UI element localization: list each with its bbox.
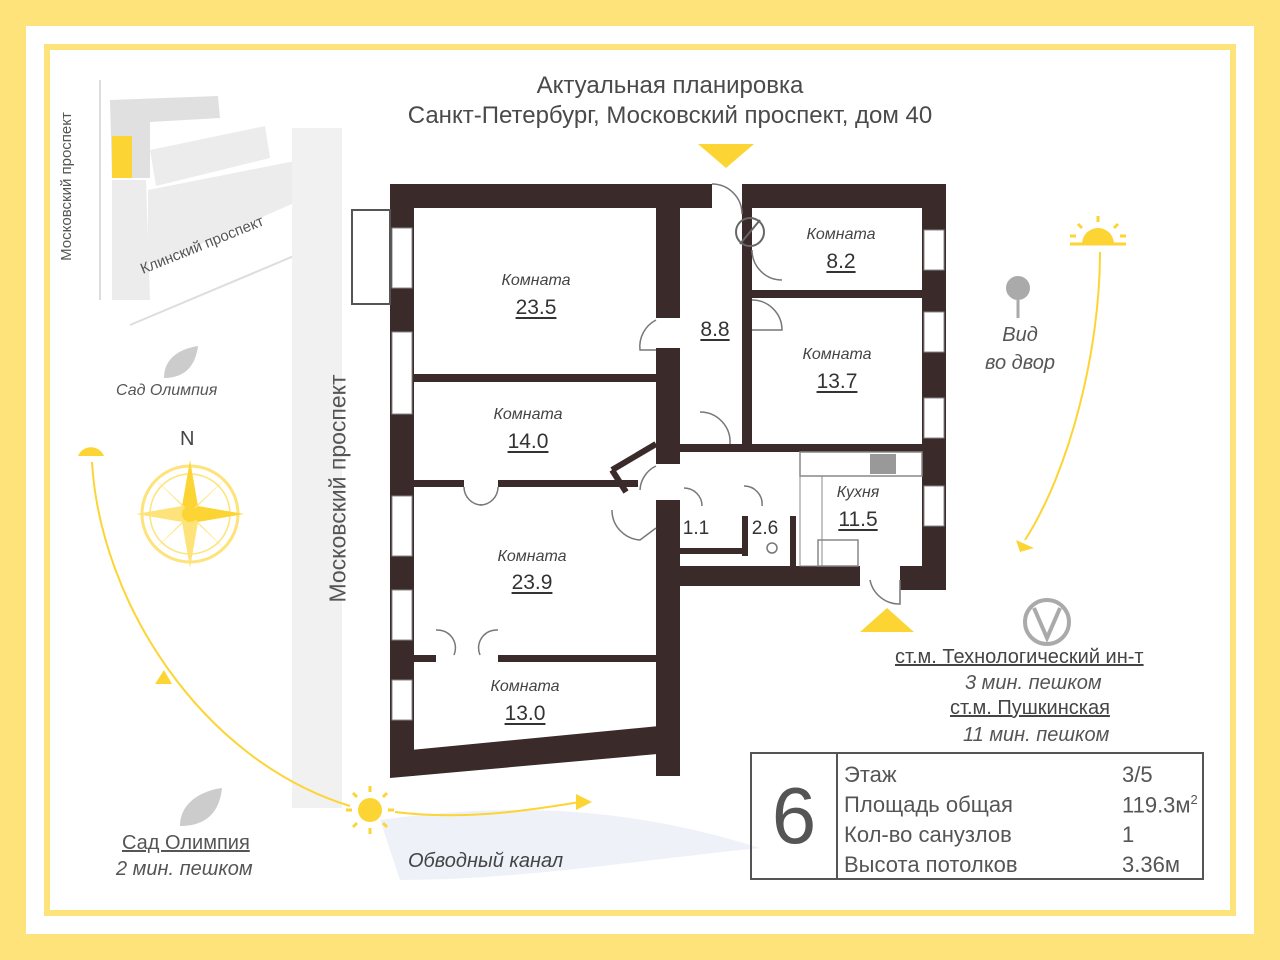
metro-station-2: ст.м. Пушкинская [950, 697, 1110, 719]
walls [390, 184, 946, 778]
hall-area: 8.8 [700, 318, 730, 341]
sun-paths [91, 251, 1101, 817]
info-value-bathrooms: 1 [1122, 822, 1135, 847]
map-pin-icon [1006, 276, 1030, 318]
sink-icon [817, 539, 859, 567]
apartment-info-box: 6 Этаж 3/5 Площадь общая 119.3м2 Кол-во … [750, 752, 1204, 880]
windows [391, 227, 945, 721]
metro-walk-2: 11 мин. пешком [963, 724, 1110, 746]
entrance-arrow-top [698, 144, 754, 168]
compass-icon [136, 460, 244, 568]
info-label-area: Площадь общая [844, 792, 1013, 817]
metro-walk-1: 3 мин. пешком [965, 672, 1102, 694]
canal-wave [380, 809, 760, 880]
sunset-icon [78, 447, 104, 456]
entrance-arrow-bottom [860, 608, 914, 632]
info-label-bathrooms: Кол-во санузлов [844, 822, 1012, 847]
page-subtitle-address: Санкт-Петербург, Московский проспект, до… [407, 102, 933, 129]
view-label-line1: Вид [1002, 324, 1038, 346]
street-label-moskovsky: Московский проспект [324, 374, 351, 603]
room-label: Комната [806, 226, 876, 243]
street-strip [292, 128, 342, 808]
info-label-floor: Этаж [844, 762, 897, 787]
room-area: 23.9 [511, 571, 553, 594]
info-value-area: 119.3м2 [1122, 792, 1198, 818]
page-title: Актуальная планировка [536, 72, 804, 99]
metro-icon [1023, 598, 1071, 646]
room-label: Комната [497, 548, 567, 565]
info-value-floor: 3/5 [1122, 762, 1153, 787]
canal-label: Обводный канал [408, 850, 564, 872]
room-area: 11.5 [838, 508, 878, 531]
room-area: 8.2 [826, 250, 856, 273]
garden-label-bottom: Сад Олимпия [122, 832, 250, 854]
view-label-line2: во двор [985, 352, 1055, 374]
room-label: Комната [493, 406, 563, 423]
sunrise-icon [1070, 216, 1126, 246]
info-value-ceiling: 3.36м [1122, 852, 1180, 877]
room-label: Комната [501, 272, 571, 289]
bath-area: 2.6 [751, 518, 779, 539]
wc-area: 1.1 [682, 518, 710, 539]
stove-icon [870, 454, 896, 474]
arrow-icon [576, 794, 592, 810]
compass-north-label: N [180, 428, 195, 450]
room-label: Комната [802, 346, 872, 363]
info-label-ceiling: Высота потолков [844, 852, 1018, 877]
street-label-moskovsky-map: Московский проспект [57, 112, 75, 261]
room-area: 13.7 [816, 370, 858, 393]
toilet-icon [766, 542, 778, 554]
room-label: Кухня [836, 484, 880, 501]
sun-icon [346, 786, 394, 834]
garden-label-top: Сад Олимпия [116, 382, 218, 399]
room-label: Комната [490, 678, 560, 695]
vent-icon [735, 217, 765, 247]
room-area: 14.0 [507, 430, 549, 453]
metro-station-1: ст.м. Технологический ин-т [895, 646, 1144, 668]
leaf-icon [164, 346, 198, 378]
kitchen-counter [799, 451, 923, 477]
arrow-icon [155, 670, 172, 684]
garden-walk-time: 2 мин. пешком [116, 858, 253, 880]
apartment-number: 6 [752, 754, 838, 878]
room-area: 23.5 [515, 296, 557, 319]
balcony [351, 209, 391, 305]
doors [435, 183, 901, 656]
diagonal-wall [610, 441, 658, 473]
leaf-icon [180, 788, 222, 826]
location-map [99, 80, 321, 326]
room-area: 13.0 [504, 702, 546, 725]
arrow-icon [1016, 540, 1034, 552]
